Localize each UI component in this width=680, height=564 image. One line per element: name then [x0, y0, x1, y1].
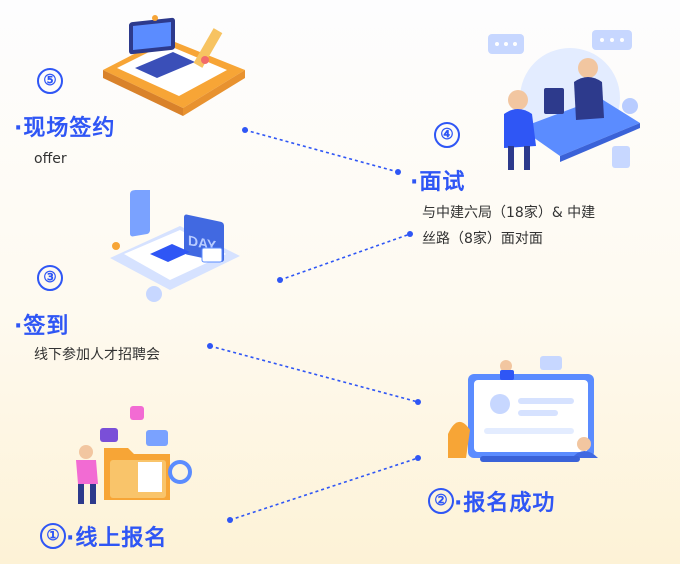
- connector-dot: [415, 455, 421, 461]
- step-5-desc: offer: [34, 151, 67, 167]
- connector-dot: [207, 343, 213, 349]
- registration-success-illustration: [448, 356, 598, 462]
- connector-2-1: [229, 457, 419, 521]
- step-3-desc: 线下参加人才招聘会: [34, 347, 160, 363]
- step-4-number: ④: [434, 122, 460, 148]
- step-2-number: ②: [428, 488, 454, 514]
- connector-dot: [277, 277, 283, 283]
- step-4-desc-line1: 与中建六局（18家）& 中建: [422, 205, 596, 221]
- connector-5-4: [244, 129, 399, 173]
- connector-dot: [395, 169, 401, 175]
- connector-dot: [227, 517, 233, 523]
- step-1-title: ·线上报名: [66, 526, 168, 551]
- step-3-number: ③: [37, 265, 63, 291]
- signing-illustration: [103, 15, 245, 116]
- connector-dot: [415, 399, 421, 405]
- step-1-number: ①: [40, 523, 66, 549]
- interview-illustration: [488, 30, 640, 170]
- online-registration-illustration: [76, 406, 192, 504]
- step-5-number: ⑤: [37, 68, 63, 94]
- step-4-title: ·面试: [410, 170, 466, 195]
- checkin-illustration: DAY: [110, 190, 240, 302]
- connector-4-3: [279, 233, 411, 281]
- step-3-title: ·签到: [14, 314, 70, 339]
- step-4-desc-line2: 丝路（8家）面对面: [422, 231, 543, 247]
- connector-3-2: [209, 345, 419, 403]
- step-5-title: ·现场签约: [14, 116, 116, 141]
- step-2-title: ·报名成功: [454, 491, 556, 516]
- connector-dot: [407, 231, 413, 237]
- connector-dot: [242, 127, 248, 133]
